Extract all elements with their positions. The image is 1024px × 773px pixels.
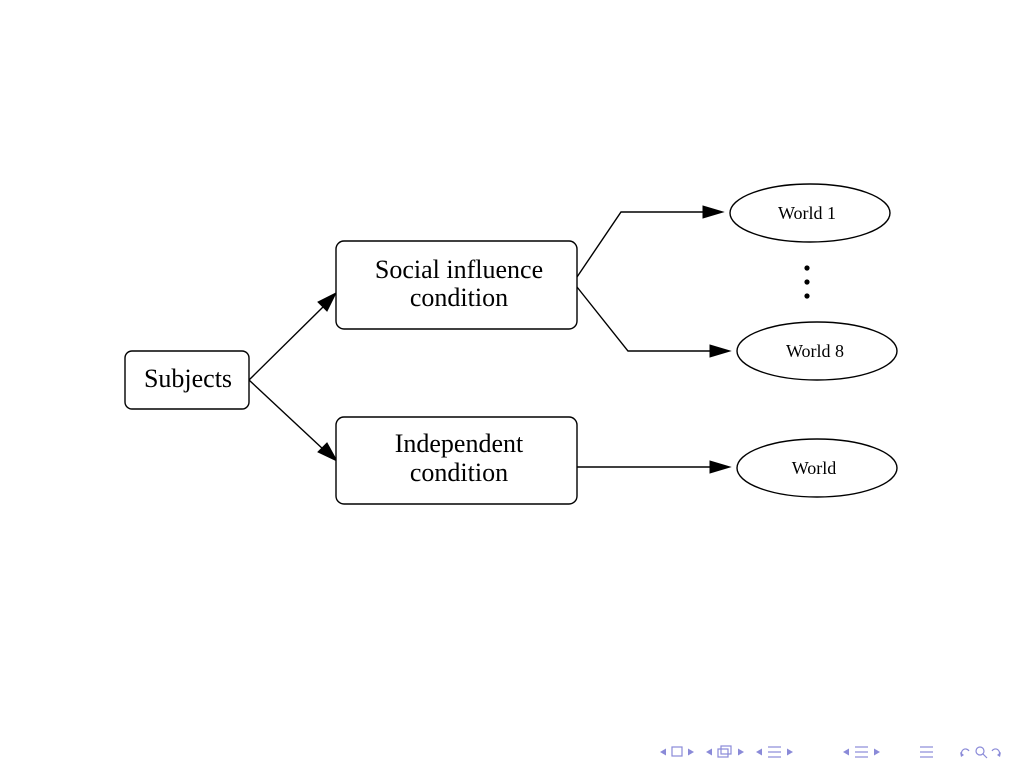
nav-prev-slide-icon[interactable] bbox=[706, 748, 712, 756]
node-world-1-label: World 1 bbox=[778, 203, 836, 223]
nav-search-icon[interactable] bbox=[960, 746, 1001, 759]
edge-subjects-to-social bbox=[248, 305, 325, 381]
arrowhead-subjects-to-social bbox=[317, 291, 338, 312]
edge-subjects-to-independent bbox=[248, 379, 325, 451]
nav-subsection-icon[interactable] bbox=[855, 746, 868, 758]
edge-social-to-world8 bbox=[576, 286, 712, 352]
node-world-8: World 8 bbox=[736, 321, 898, 381]
node-world-8-label: World 8 bbox=[786, 341, 844, 361]
nav-next-subsection-icon[interactable] bbox=[874, 748, 880, 756]
node-social-influence: Social influence condition bbox=[335, 240, 578, 330]
nav-prev-section-icon[interactable] bbox=[756, 748, 762, 756]
nav-slide-icon[interactable] bbox=[717, 745, 732, 758]
node-subjects-label: Subjects bbox=[144, 364, 232, 393]
nav-prev-frame-icon[interactable] bbox=[660, 748, 666, 756]
nav-align-icon[interactable] bbox=[920, 746, 933, 758]
node-social-influence-label-line2: condition bbox=[410, 283, 508, 312]
node-social-influence-label-line1: Social influence bbox=[375, 255, 543, 284]
edges bbox=[248, 205, 732, 474]
node-world: World bbox=[736, 438, 898, 498]
node-world-label: World bbox=[792, 458, 837, 478]
node-world-1: World 1 bbox=[729, 183, 891, 243]
beamer-navigation-bar bbox=[660, 745, 1001, 759]
nav-frame-icon[interactable] bbox=[671, 746, 683, 757]
node-subjects: Subjects bbox=[124, 350, 250, 410]
nav-next-section-icon[interactable] bbox=[787, 748, 793, 756]
arrowhead-subjects-to-independent bbox=[317, 442, 339, 463]
nav-next-frame-icon[interactable] bbox=[688, 748, 694, 756]
vertical-ellipsis-icon bbox=[804, 265, 810, 299]
nav-next-slide-icon[interactable] bbox=[738, 748, 744, 756]
node-independent-label-line1: Independent bbox=[395, 429, 524, 458]
nav-prev-subsection-icon[interactable] bbox=[843, 748, 849, 756]
nav-section-icon[interactable] bbox=[768, 746, 781, 758]
arrowhead-social-to-world1 bbox=[702, 205, 725, 219]
arrowhead-social-to-world8 bbox=[709, 344, 732, 358]
node-independent-label-line2: condition bbox=[410, 458, 508, 487]
node-independent: Independent condition bbox=[335, 416, 578, 505]
arrowhead-independent-to-world bbox=[709, 460, 732, 474]
edge-social-to-world1 bbox=[576, 211, 705, 278]
